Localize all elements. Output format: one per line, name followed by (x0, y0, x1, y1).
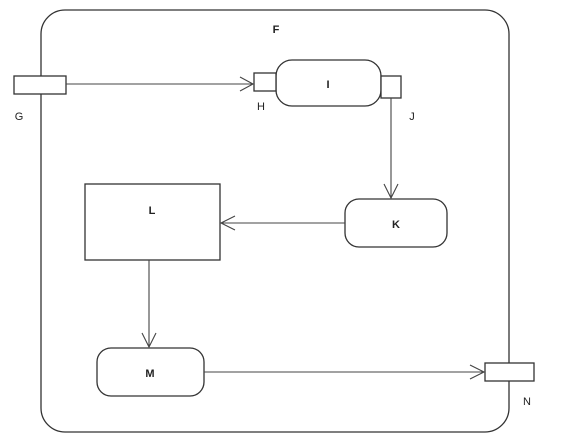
node-m-label: M (145, 368, 154, 380)
container-f[interactable] (40, 9, 510, 433)
arrowhead-g-to-h (239, 76, 255, 92)
pin-h[interactable] (253, 72, 277, 92)
node-l-label: L (149, 205, 156, 217)
arrowhead-k-to-l (219, 215, 236, 231)
pin-h-label: H (257, 101, 265, 113)
arrowhead-j-to-k (383, 183, 399, 200)
pin-n-label: N (523, 396, 531, 408)
container-f-label: F (273, 24, 280, 36)
pin-n[interactable] (484, 362, 535, 382)
node-l[interactable] (84, 183, 221, 261)
node-k-label: K (392, 219, 400, 231)
arrowhead-l-to-m (141, 332, 157, 349)
pin-j[interactable] (380, 75, 402, 99)
arrowhead-m-to-n (469, 364, 486, 380)
pin-g[interactable] (13, 75, 67, 95)
pin-j-label: J (409, 111, 415, 123)
node-i-label: I (326, 79, 329, 91)
pin-g-label: G (15, 111, 24, 123)
